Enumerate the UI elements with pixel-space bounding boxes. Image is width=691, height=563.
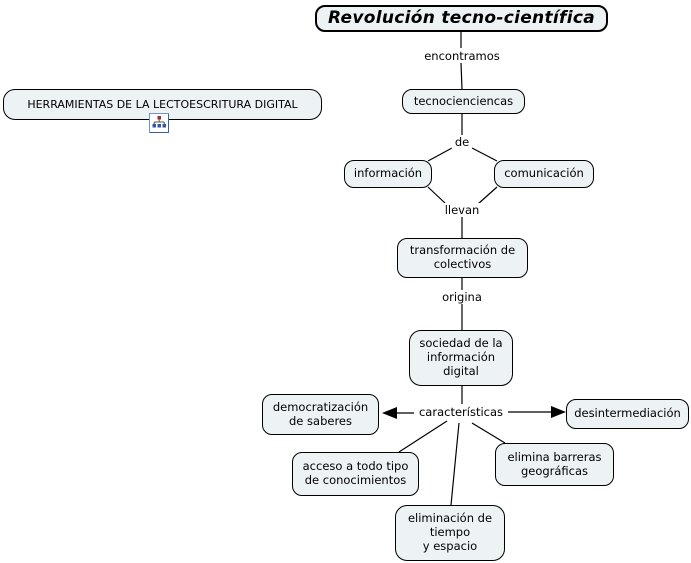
concept-acceso-conocimientos[interactable]: acceso a todo tipo de conocimientos: [292, 452, 419, 496]
linking-phrase-caracteristicas[interactable]: características: [415, 405, 507, 419]
concept-sociedad-informacion-digital[interactable]: sociedad de la información digital: [409, 330, 513, 386]
linking-phrase-encontramos[interactable]: encontramos: [421, 49, 503, 63]
concept-map-resource-icon[interactable]: [149, 113, 169, 133]
concept-tecnociencias[interactable]: tecnocienciencas: [402, 89, 525, 114]
linking-phrase-llevan[interactable]: llevan: [441, 203, 483, 217]
concept-eliminacion-tiempo-espacio[interactable]: eliminación de tiempo y espacio: [395, 505, 505, 561]
arrowhead-right: [551, 406, 566, 418]
concept-elimina-barreras[interactable]: elimina barreras geográficas: [495, 443, 614, 486]
concept-transformacion-colectivos[interactable]: transformación de colectivos: [397, 238, 528, 278]
concept-comunicacion[interactable]: comunicación: [494, 160, 594, 188]
concept-revolucion-tecno-cientifica[interactable]: Revolución tecno-científica: [315, 5, 608, 32]
concept-democratizacion-saberes[interactable]: democratización de saberes: [262, 394, 379, 435]
arrowhead-left: [382, 407, 397, 419]
linking-phrase-de[interactable]: de: [451, 135, 473, 149]
concept-desintermediacion[interactable]: desintermediación: [566, 399, 689, 429]
concept-informacion[interactable]: información: [344, 160, 432, 188]
linking-phrase-origina[interactable]: origina: [439, 290, 485, 304]
